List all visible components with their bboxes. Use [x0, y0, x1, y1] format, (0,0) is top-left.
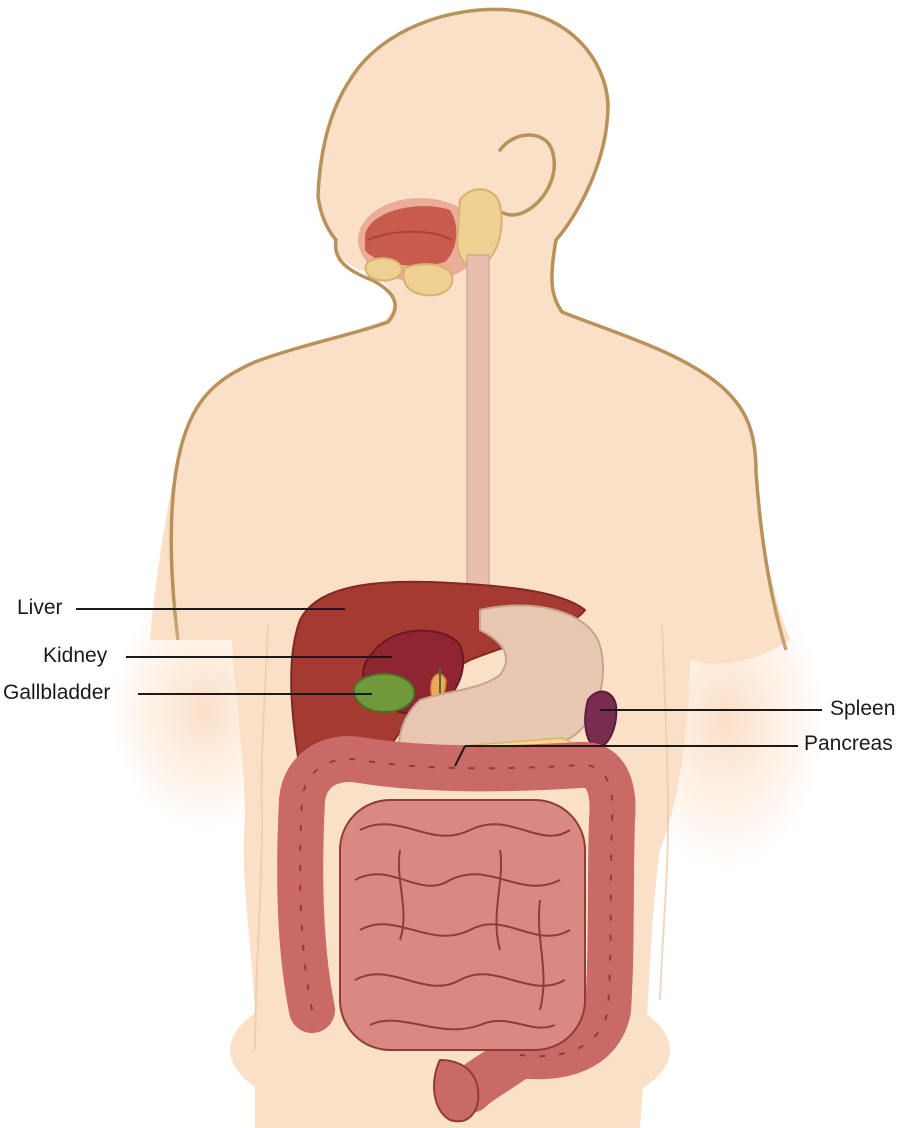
small-intestine: [339, 799, 586, 1051]
label-liver: Liver: [17, 596, 63, 619]
label-pancreas: Pancreas: [804, 732, 893, 755]
large-intestine: [277, 736, 636, 1123]
spleen: [584, 690, 618, 750]
gallbladder: [353, 672, 415, 714]
leader-pancreas: [454, 745, 466, 767]
ear: [496, 133, 556, 217]
body-outline: [169, 7, 788, 651]
label-kidney: Kidney: [43, 644, 108, 667]
leader-lines: [76, 608, 822, 767]
salivary-glands: [364, 188, 503, 297]
label-gallbladder: Gallbladder: [3, 681, 111, 704]
esophagus: [466, 254, 490, 616]
label-spleen: Spleen: [830, 697, 896, 720]
rectum: [433, 1058, 480, 1123]
